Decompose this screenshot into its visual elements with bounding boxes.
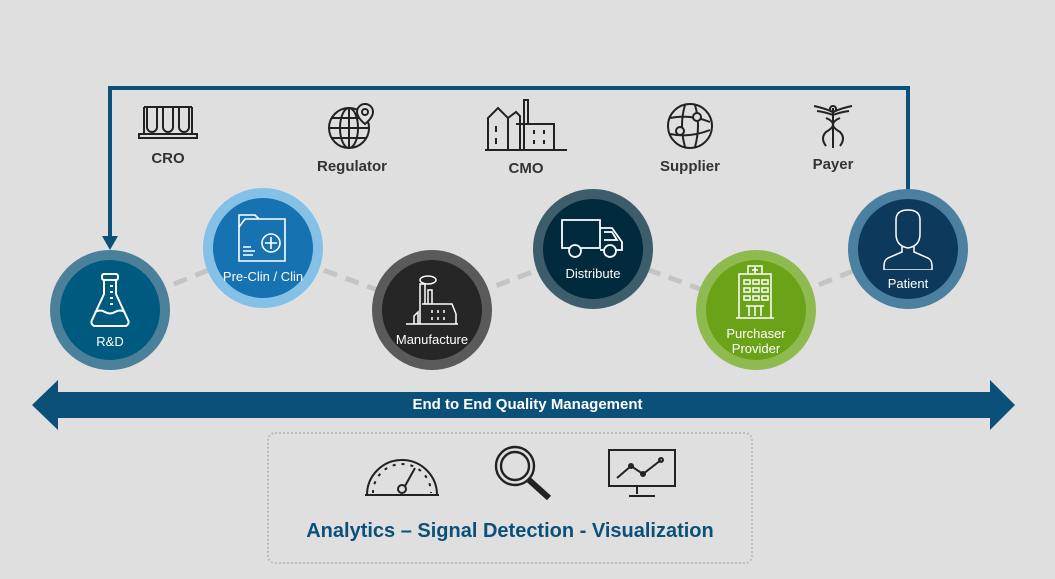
factory-icon [406,274,458,325]
person-icon [883,208,933,270]
partner-cro: CRO [108,104,228,167]
arrowhead-icon [102,236,118,250]
partner-label: CRO [151,150,185,167]
caduceus-icon [813,105,853,148]
medical-folder-icon [238,213,286,262]
test-tubes-icon [138,106,198,139]
quality-banner-label: End to End Quality Management [412,396,643,413]
hospital-icon [736,265,774,319]
stage-label: Pre-Clin / Clin [222,268,304,284]
analytics-panel [267,432,753,564]
flask-icon [90,272,130,327]
quality-banner-arrow [32,380,1015,430]
stage-label: R&D [96,333,124,349]
partner-label: Regulator [316,158,387,175]
stage-label: Distribute [565,265,621,281]
globe-pin-icon [328,102,375,149]
partner-label: Supplier [659,158,720,175]
partner-cmo: CMO [466,98,586,177]
feedback-loop-arrow [108,86,910,240]
partner-supplier: Supplier [630,102,750,175]
analytics-title: Analytics – Signal Detection - Visualiza… [306,520,714,542]
stage-label: Patient [887,275,929,291]
partner-label: Payer [812,156,854,173]
truck-icon [561,218,623,258]
network-globe-icon [667,103,713,149]
stage-manufacture[interactable]: Manufacture [372,250,492,370]
stage-label: Manufacture [395,331,469,347]
stage-distribute[interactable]: Distribute [533,189,653,309]
partner-regulator: Regulator [292,102,412,175]
stage-label: Purchaser Provider [726,326,786,356]
stage-pre-clin-clin[interactable]: Pre-Clin / Clin [203,188,323,308]
monitor-chart-icon [608,449,676,497]
magnifier-icon [494,445,552,500]
stage-purchaser-provider[interactable]: Purchaser Provider [696,250,816,370]
stage-patient[interactable]: Patient [848,189,968,309]
partner-label: CMO [508,160,544,177]
factory-icon [485,99,567,151]
stage-rnd[interactable]: R&D [50,250,170,370]
gauge-icon [365,459,439,496]
partner-payer: Payer [773,104,893,173]
